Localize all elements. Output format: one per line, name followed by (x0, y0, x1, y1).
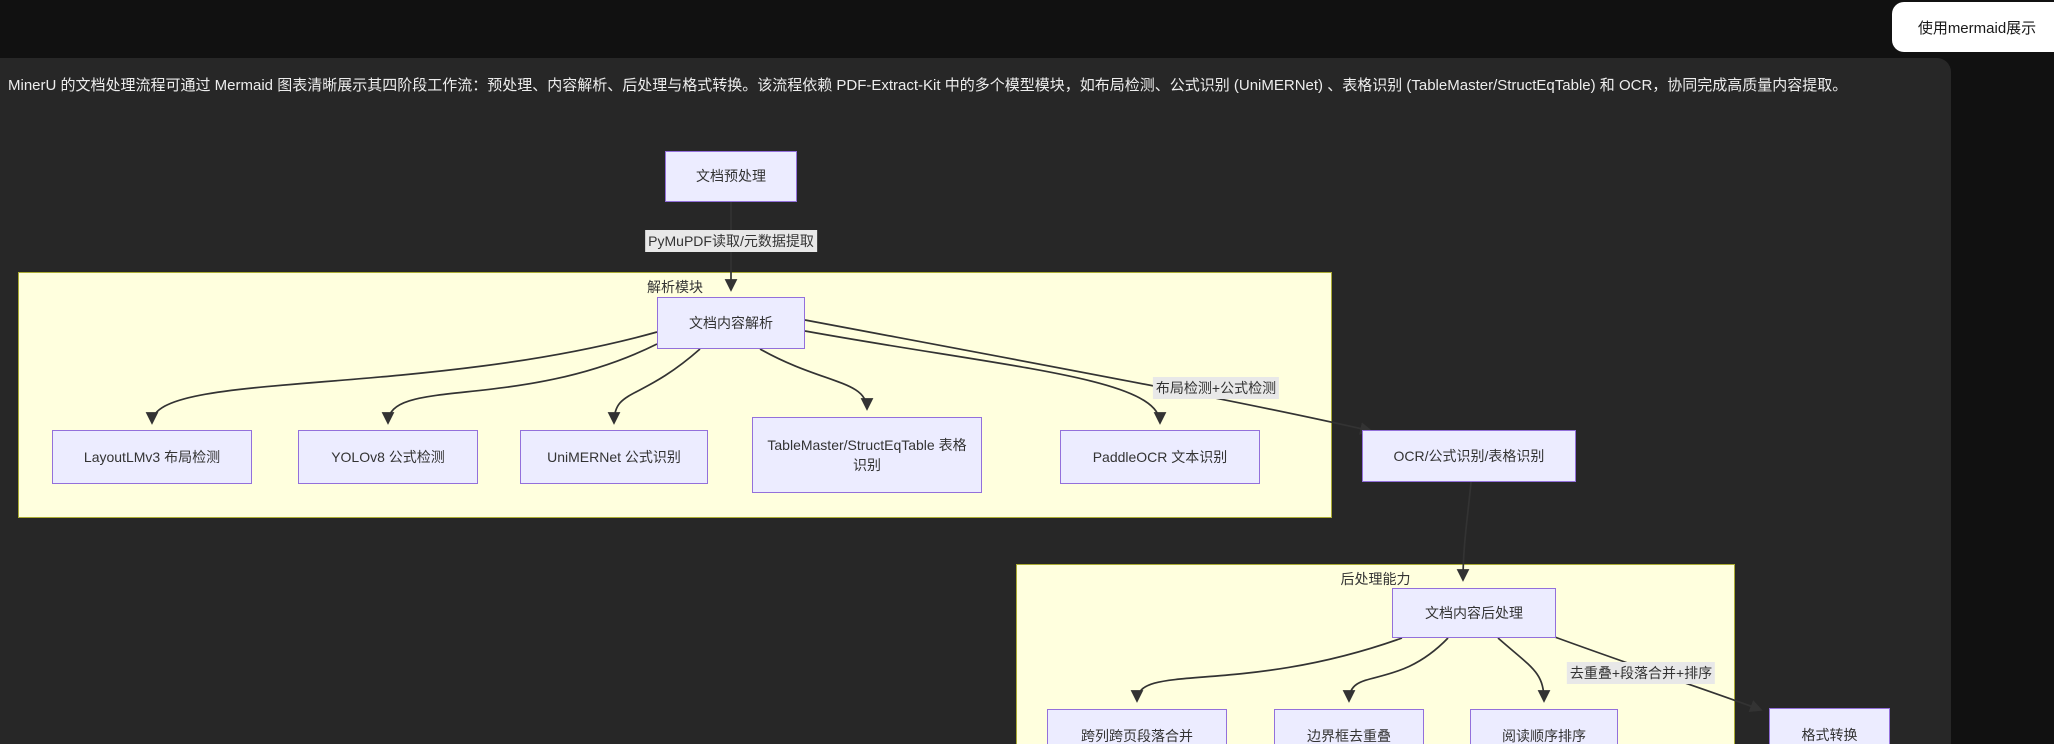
node-format-convert: 格式转换 (1769, 708, 1890, 744)
node-yolov8: YOLOv8 公式检测 (298, 430, 478, 484)
node-layoutlmv3: LayoutLMv3 布局检测 (52, 430, 252, 484)
node-doc-postprocess: 文档内容后处理 (1392, 588, 1556, 638)
subgraph-parse-module-label: 解析模块 (647, 279, 703, 295)
node-tablemaster: TableMaster/StructEqTable 表格识别 (752, 417, 982, 493)
node-ocr-result: OCR/公式识别/表格识别 (1362, 430, 1576, 482)
node-unimernet: UniMERNet 公式识别 (520, 430, 708, 484)
subgraph-post-module-label: 后处理能力 (1340, 571, 1411, 587)
node-bbox-dedup: 边界框去重叠 (1274, 709, 1424, 744)
node-reading-order: 阅读顺序排序 (1470, 709, 1618, 744)
node-paddleocr: PaddleOCR 文本识别 (1060, 430, 1260, 484)
use-mermaid-button[interactable]: 使用mermaid展示 (1892, 2, 2054, 52)
description-text: MinerU 的文档处理流程可通过 Mermaid 图表清晰展示其四阶段工作流：… (8, 77, 1848, 94)
node-doc-parse: 文档内容解析 (657, 297, 805, 349)
edge-label-dedup-merge-sort: 去重叠+段落合并+排序 (1566, 662, 1716, 684)
node-doc-preprocess: 文档预处理 (665, 151, 797, 202)
edge-label-pymupdf: PyMuPDF读取/元数据提取 (645, 230, 817, 252)
edge-label-layout-formula: 布局检测+公式检测 (1152, 377, 1280, 399)
node-para-merge: 跨列跨页段落合并 (1047, 709, 1227, 744)
